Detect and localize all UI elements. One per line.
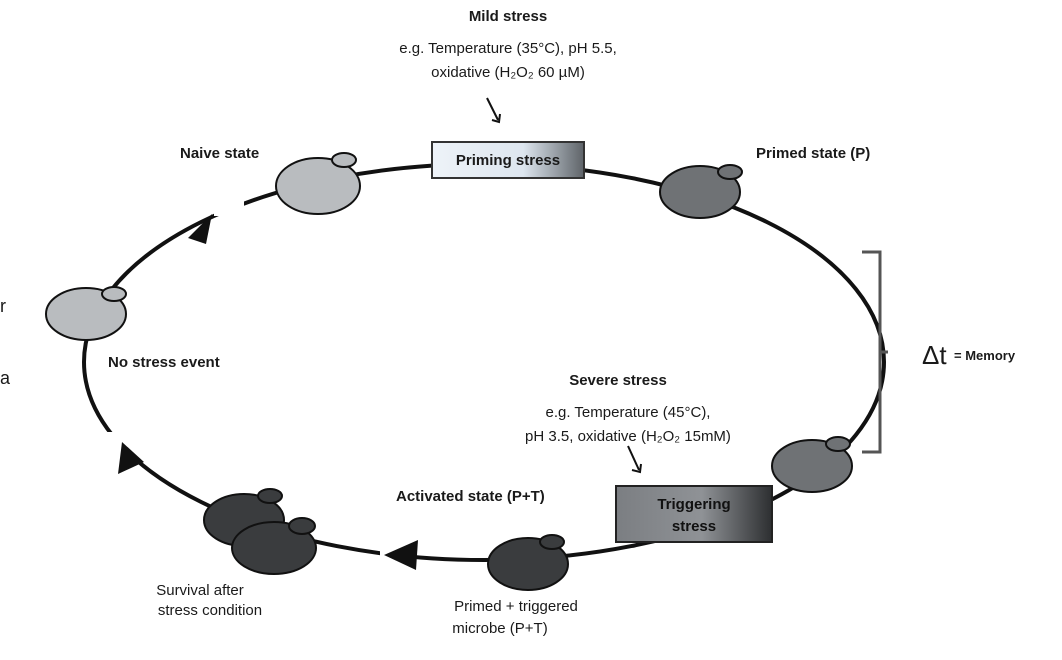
severe-stress-title: Severe stress (569, 372, 667, 389)
severe-stress-line1: e.g. Temperature (45°C), (545, 404, 711, 421)
mild-pointer-arrow (486, 97, 499, 121)
activated-state-label: Activated state (P+T) (396, 488, 545, 505)
arrow-up-left (118, 442, 144, 474)
no-stress-event-label: No stress event (108, 354, 220, 371)
mild-stress-title: Mild stress (468, 8, 548, 25)
arrow-to-naive (188, 214, 212, 244)
activated-cell-bud (539, 534, 565, 550)
primed-state-label: Primed state (P) (756, 145, 871, 162)
recovery-cell-bud (101, 286, 127, 302)
memory-label: = Memory (954, 348, 1016, 363)
triggering-stress-label-1: Triggering (657, 496, 731, 513)
survival-label-2: stress condition (157, 602, 263, 619)
severe-pointer-arrow (627, 445, 640, 471)
severe-pointer-head (631, 463, 642, 474)
memory-delta-symbol: Δt (922, 340, 947, 370)
primed-cell (659, 165, 741, 219)
primed-triggered-label-1: Primed + triggered (454, 598, 578, 615)
naive-cell-bud (331, 152, 357, 168)
memory-bracket (862, 250, 888, 454)
activated-cell (487, 537, 569, 591)
mild-stress-line2: oxidative (H₂O₂ 60 µM) (431, 64, 585, 81)
edge-fragment-r: r (0, 296, 6, 316)
gap-left (74, 432, 122, 472)
primed-triggered-label-2: microbe (P+T) (452, 620, 548, 637)
recovery-cell (45, 287, 127, 341)
mild-stress-line1: e.g. Temperature (35°C), pH 5.5, (399, 40, 617, 57)
gap-top-left (214, 176, 244, 216)
triggering-stress-label-2: stress (671, 518, 717, 535)
pre-trigger-cell (771, 439, 853, 493)
priming-stress-label: Priming stress (455, 151, 561, 169)
primed-cell-bud (717, 164, 743, 180)
pre-trigger-cell-bud (825, 436, 851, 452)
naive-state-label: Naive state (180, 145, 260, 162)
severe-stress-line2: pH 3.5, oxidative (H₂O₂ 15mM) (525, 428, 731, 445)
survival-cell-1-bud (257, 488, 283, 504)
arrow-left-bottom (384, 540, 418, 570)
edge-fragment-a: a (0, 368, 11, 388)
naive-cell (275, 157, 361, 215)
survival-cell-2 (231, 521, 317, 575)
survival-cell-2-bud (288, 517, 316, 535)
mild-pointer-head (491, 113, 501, 124)
triggering-stress-box (615, 485, 773, 543)
priming-stress-box (431, 141, 585, 179)
survival-label-1: Survival after (156, 582, 244, 599)
